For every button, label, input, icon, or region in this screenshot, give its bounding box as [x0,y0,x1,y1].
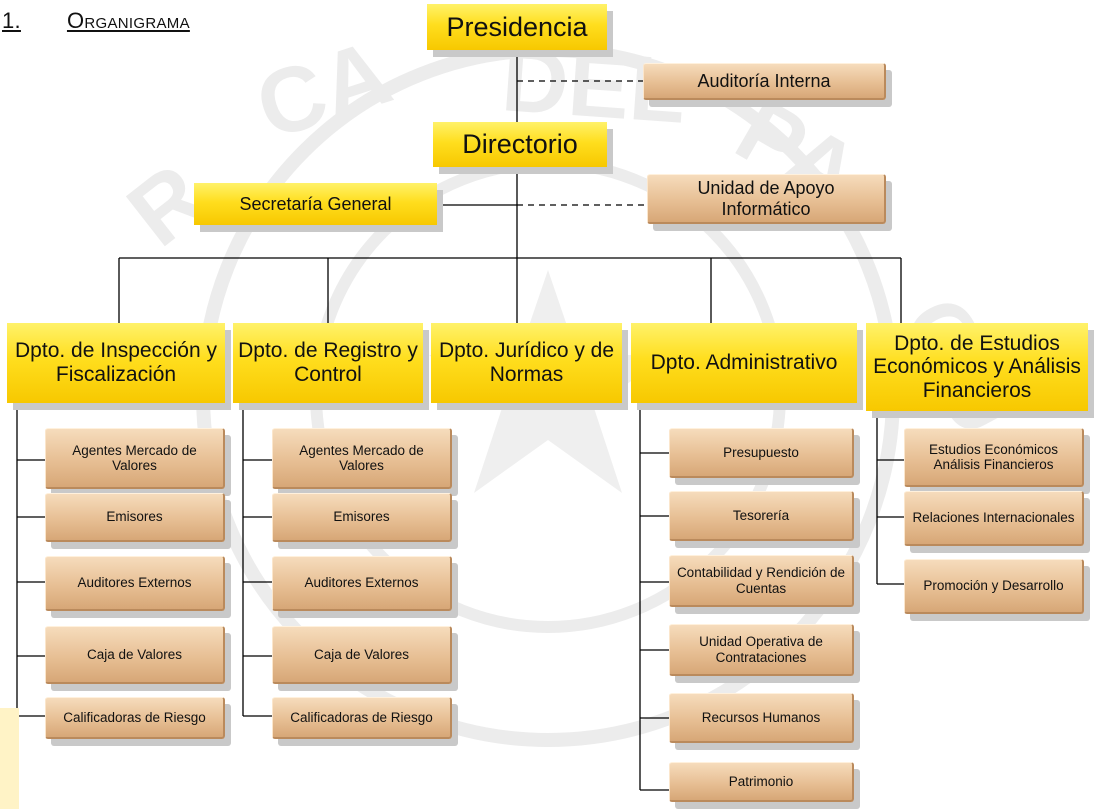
unit-emisores: Emisores [45,493,225,542]
node-unidad-apoyo-informatico: Unidad de Apoyo Informático [647,174,886,224]
unit-relaciones-internacionales: Relaciones Internacionales [904,491,1084,546]
unit-agentes-mercado-valores: Agentes Mercado de Valores [272,428,452,489]
section-heading: 1. Organigrama [2,8,190,34]
unit-agentes-mercado-valores: Agentes Mercado de Valores [45,428,225,489]
node-auditoria-interna: Auditoría Interna [643,63,886,100]
node-secretaria-general: Secretaría General [194,183,437,225]
unit-estudios-analisis: Estudios Económicos Análisis Financieros [904,428,1084,487]
dept-juridico-normas: Dpto. Jurídico y de Normas [431,323,622,403]
unit-tesoreria: Tesorería [669,491,854,541]
unit-auditores-externos: Auditores Externos [45,556,225,611]
unit-calificadoras-riesgo: Calificadoras de Riesgo [45,697,225,739]
unit-auditores-externos: Auditores Externos [272,556,452,611]
unit-patrimonio: Patrimonio [669,762,854,802]
unit-presupuesto: Presupuesto [669,428,854,478]
dept-registro-control: Dpto. de Registro y Control [233,323,423,403]
dept-inspeccion-fiscalizacion: Dpto. de Inspección y Fiscalización [7,323,225,403]
section-title: Organigrama [66,8,190,33]
node-directorio: Directorio [433,122,607,167]
unit-calificadoras-riesgo: Calificadoras de Riesgo [272,697,452,739]
dept-estudios-economicos: Dpto. de Estudios Económicos y Análisis … [866,323,1088,411]
unit-contabilidad-rendicion: Contabilidad y Rendición de Cuentas [669,555,854,607]
unit-emisores: Emisores [272,493,452,542]
node-presidencia: Presidencia [427,4,607,50]
unit-recursos-humanos: Recursos Humanos [669,693,854,743]
dept-administrativo: Dpto. Administrativo [631,323,857,403]
unit-operativa-contrataciones: Unidad Operativa de Contrataciones [669,624,854,676]
section-number: 1. [2,8,21,33]
unit-caja-valores: Caja de Valores [272,626,452,684]
unit-caja-valores: Caja de Valores [45,626,225,684]
sidebar-strip [0,708,19,809]
unit-promocion-desarrollo: Promoción y Desarrollo [904,559,1084,614]
